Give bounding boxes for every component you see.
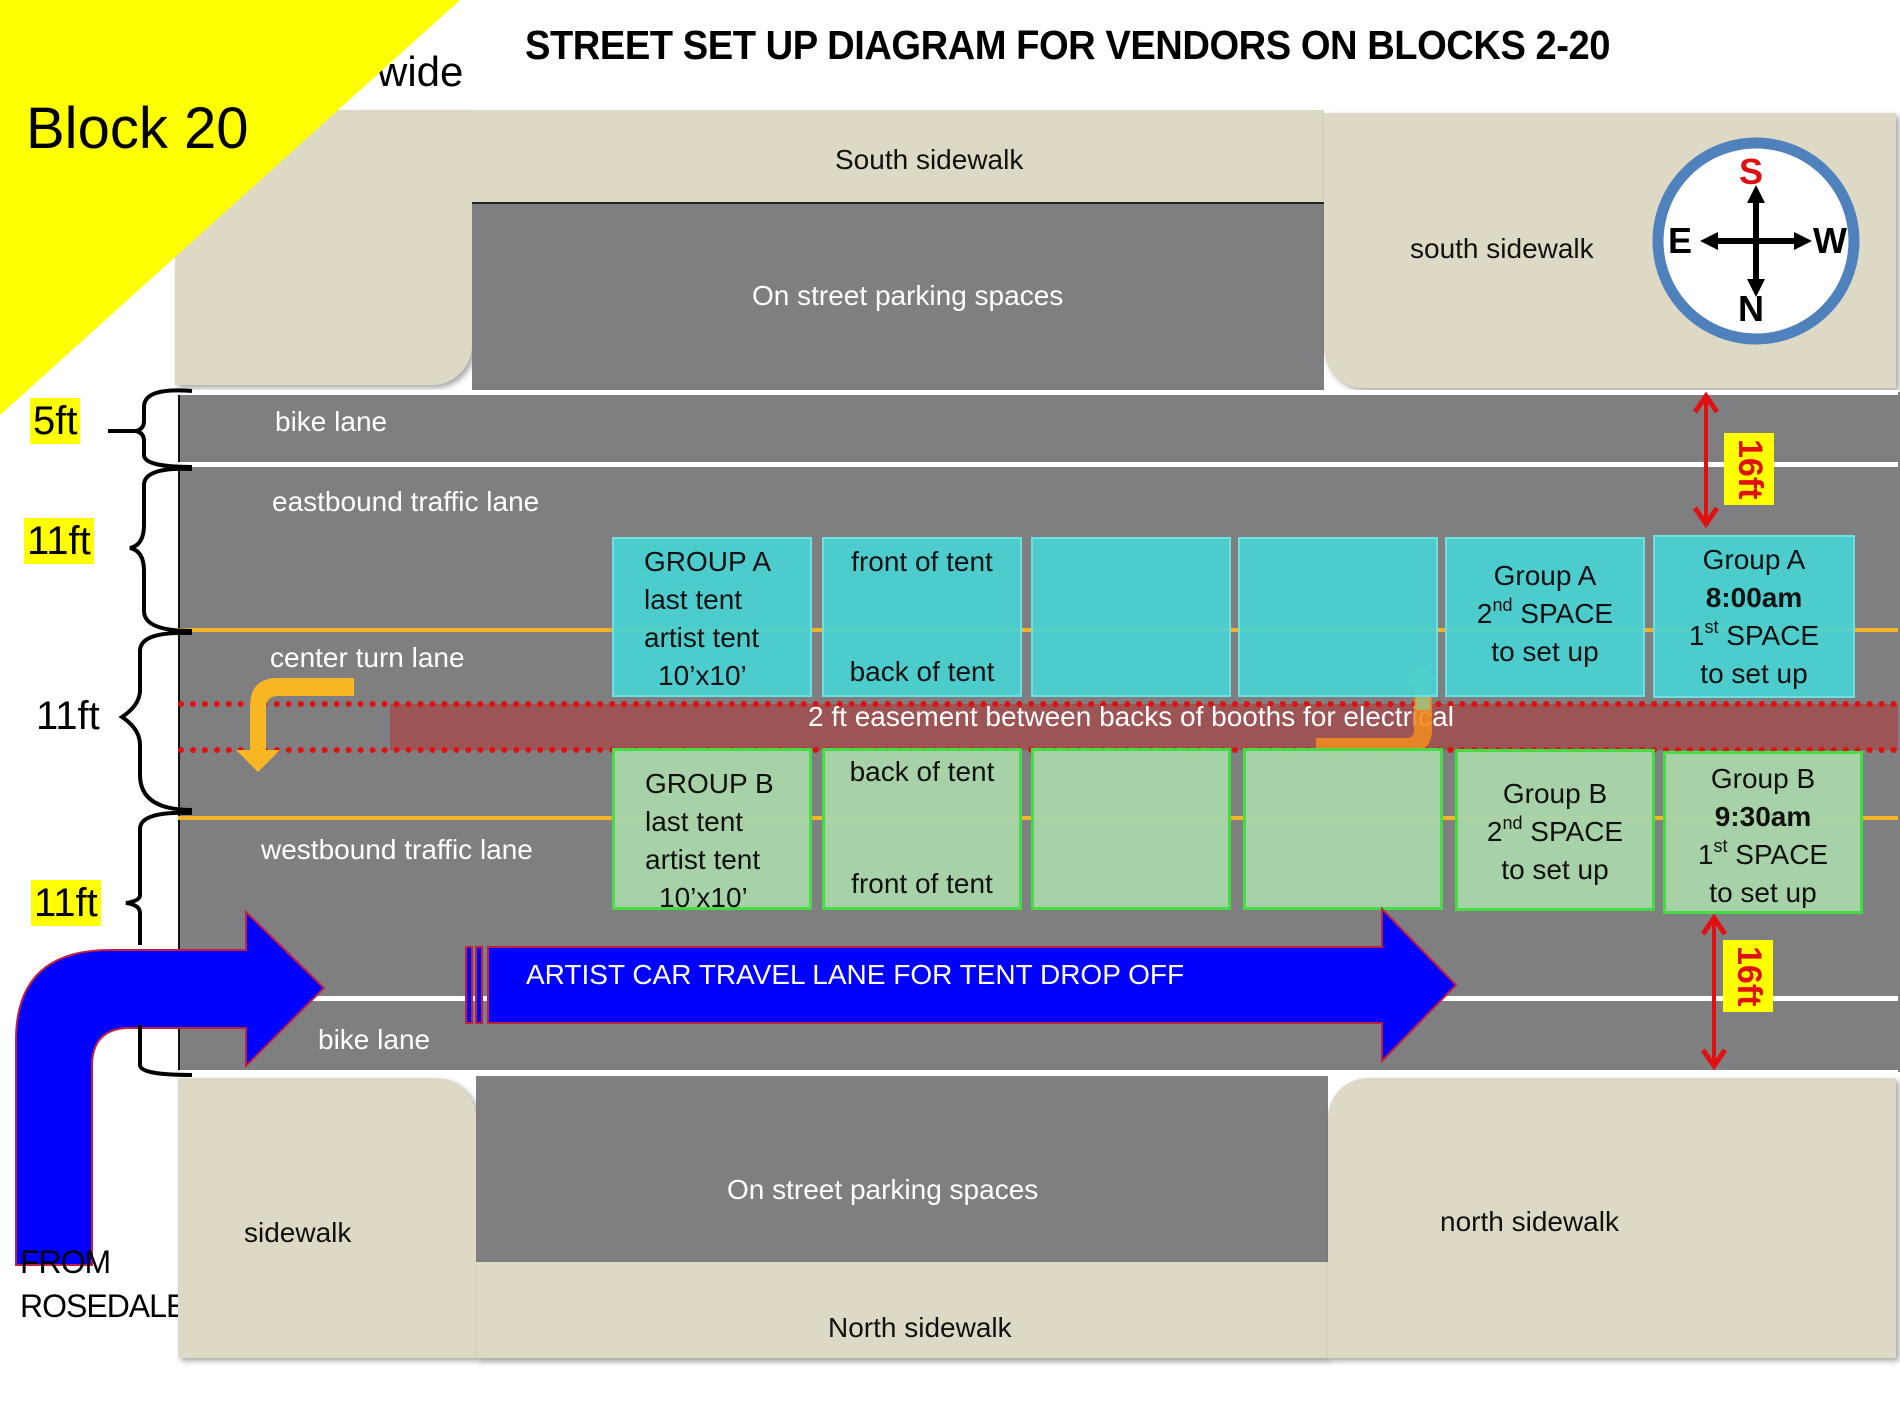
easement-dotted-top <box>178 701 1898 707</box>
electrical-easement <box>390 704 1898 750</box>
dimension-braces-icon <box>108 388 193 1077</box>
bottom-left-sidewalk-label: sidewalk <box>244 1217 352 1248</box>
tent-line: last tent <box>644 584 743 615</box>
bike-lane-top-label: bike lane <box>275 406 388 437</box>
tent-group-label: Group B <box>1502 778 1608 809</box>
eastbound-lane-label: eastbound traffic lane <box>272 486 540 517</box>
space-word: SPACE <box>1727 839 1829 870</box>
top-parking-area <box>472 204 1324 390</box>
group-b-tent-1st-space: Group B 9:30am 1st SPACE to set up <box>1663 751 1863 914</box>
tent-space-label: 1st SPACE <box>1655 617 1853 655</box>
artist-lane-label: ARTIST CAR TRAVEL LANE FOR TENT DROP OFF <box>526 959 1185 990</box>
ordinal-number: 1 <box>1688 620 1705 651</box>
ordinal-number: 2 <box>1476 598 1493 629</box>
space-word: SPACE <box>1512 598 1614 629</box>
tent-group-label: Group B <box>1710 763 1816 794</box>
tent-back-label: back of tent <box>849 756 995 787</box>
ordinal-suffix: nd <box>1492 595 1513 615</box>
tent-front-label: front of tent <box>851 868 993 899</box>
tent-line: 10’x10’ <box>659 882 748 913</box>
north-sidewalk-strip <box>476 1262 1328 1358</box>
bottom-right-sidewalk-corner <box>1328 1078 1896 1358</box>
center-width-label: 11ft <box>36 694 100 738</box>
group-a-tent-1st-space: Group A 8:00am 1st SPACE to set up <box>1653 535 1855 698</box>
group-b-tent-2nd-space: Group B 2nd SPACE to set up <box>1455 749 1655 911</box>
clearance-arrow-top-icon <box>1692 391 1720 529</box>
center-turn-lane-label: center turn lane <box>270 642 465 673</box>
clearance-bottom-label: 16ft <box>1723 940 1773 1012</box>
group-a-tent-last: GROUP A last tent artist tent 10’x10’ <box>612 537 812 697</box>
tent-group-label: Group A <box>1493 560 1597 591</box>
tent-line: artist tent <box>645 844 761 875</box>
diagram-title: STREET SET UP DIAGRAM FOR VENDORS ON BLO… <box>525 22 1611 68</box>
compass-east-label: E <box>1668 220 1693 261</box>
bottom-curb-line <box>178 1070 1898 1075</box>
south-sidewalk-strip <box>472 110 1324 204</box>
ordinal-suffix: nd <box>1502 813 1523 833</box>
from-label-line1: FROM <box>20 1244 111 1280</box>
from-rosedale-label: FROM ROSEDALE <box>20 1240 187 1328</box>
ordinal-number: 2 <box>1486 816 1503 847</box>
south-sidewalk-label: South sidewalk <box>835 144 1024 175</box>
compass-west-label: W <box>1813 220 1847 261</box>
compass-icon <box>1652 137 1860 345</box>
group-b-tent-orientation: back of tent front of tent <box>822 748 1022 910</box>
bottom-parking-label: On street parking spaces <box>727 1174 1039 1205</box>
compass-north-label: N <box>1738 288 1764 329</box>
north-sidewalk-right-label: north sidewalk <box>1440 1206 1619 1237</box>
tent-space-label: 2nd SPACE <box>1447 595 1643 633</box>
tent-group-label: Group A <box>1702 544 1806 575</box>
tent-line: 10’x10’ <box>658 660 747 691</box>
tent-time-label: 9:30am <box>1714 801 1812 832</box>
group-a-tent-2nd-space: Group A 2nd SPACE to set up <box>1445 537 1645 697</box>
group-b-tent-4 <box>1243 748 1443 910</box>
ordinal-suffix: st <box>1713 836 1728 856</box>
clearance-top-label: 16ft <box>1724 433 1774 505</box>
tent-line: GROUP A <box>644 546 772 577</box>
eastbound-width-label: 11ft <box>24 518 94 564</box>
space-word: SPACE <box>1718 620 1820 651</box>
westbound-lane-label: westbound traffic lane <box>261 834 533 865</box>
easement-label: 2 ft easement between backs of booths fo… <box>808 701 1454 732</box>
from-label-line2: ROSEDALE <box>20 1288 187 1324</box>
group-b-tent-3 <box>1031 748 1231 910</box>
south-sidewalk-right-label: south sidewalk <box>1410 233 1594 264</box>
clearance-arrow-bottom-icon <box>1700 913 1728 1071</box>
tent-line: GROUP B <box>645 768 774 799</box>
left-turn-arrow-icon <box>236 678 354 772</box>
tent-space-label: 1st SPACE <box>1666 836 1860 874</box>
group-a-tent-4 <box>1238 537 1438 697</box>
bottom-parking-area <box>476 1076 1328 1262</box>
compass-rose: S N E W <box>1648 133 1864 349</box>
space-word: SPACE <box>1522 816 1624 847</box>
from-rosedale-arrow-icon <box>15 910 326 1266</box>
top-curb-line <box>178 390 1898 395</box>
ordinal-number: 1 <box>1697 839 1714 870</box>
tent-front-label: front of tent <box>851 546 993 577</box>
north-sidewalk-label: North sidewalk <box>828 1312 1012 1343</box>
bike-lane-width-label: 5ft <box>30 398 81 444</box>
tent-setup-label: to set up <box>1491 636 1599 667</box>
tent-setup-label: to set up <box>1700 658 1808 689</box>
compass-south-label: S <box>1739 151 1764 192</box>
bike-lane-line-top <box>178 462 1898 467</box>
tent-time-label: 8:00am <box>1705 582 1803 613</box>
bottom-left-sidewalk-corner <box>178 1078 476 1358</box>
top-parking-label: On street parking spaces <box>752 280 1064 311</box>
tent-line: artist tent <box>644 622 760 653</box>
tent-setup-label: to set up <box>1709 877 1817 908</box>
group-b-tent-last: GROUP B last tent artist tent 10’x10’ <box>612 748 812 913</box>
bike-lane-bottom-label: bike lane <box>318 1024 431 1055</box>
tent-back-label: back of tent <box>849 656 995 687</box>
tent-line: last tent <box>645 806 744 837</box>
group-a-tent-3 <box>1031 537 1231 697</box>
block-label: Block 20 <box>26 96 249 161</box>
tent-setup-label: to set up <box>1501 854 1609 885</box>
group-a-tent-orientation: front of tent back of tent <box>822 537 1022 697</box>
westbound-width-label: 11ft <box>31 880 101 926</box>
tent-space-label: 2nd SPACE <box>1458 813 1652 851</box>
artist-lane-arrow-icon <box>465 906 1458 1064</box>
ordinal-suffix: st <box>1704 617 1719 637</box>
